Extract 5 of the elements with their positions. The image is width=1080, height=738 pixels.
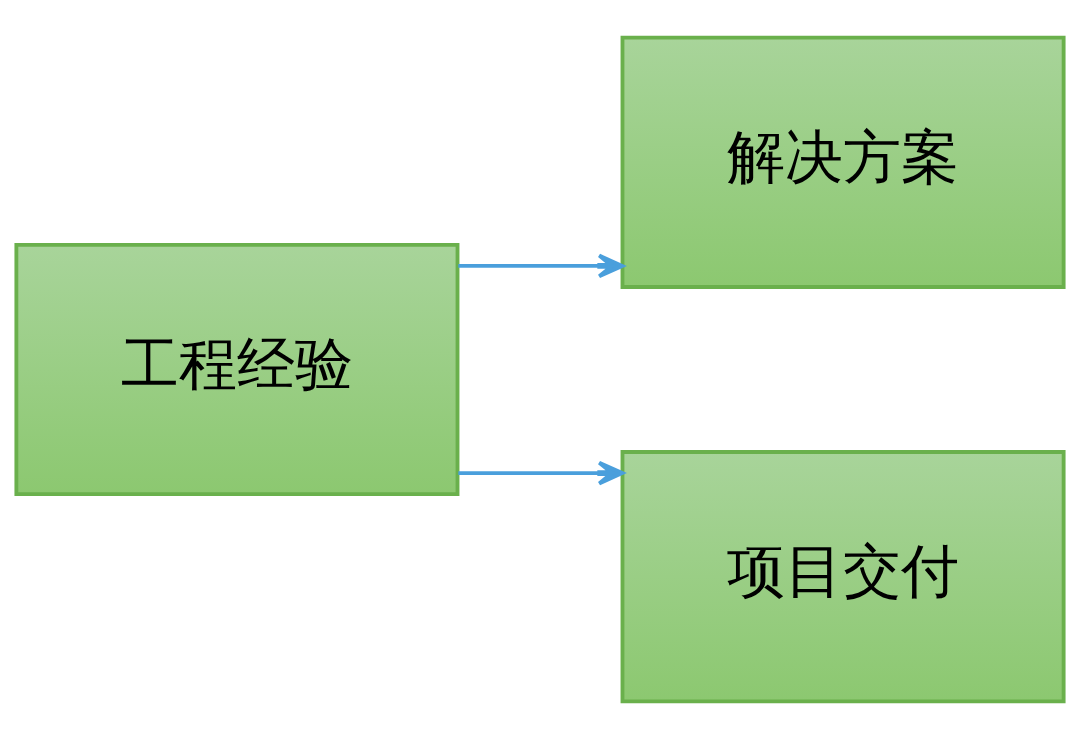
node-box: 项目交付	[620, 449, 1066, 703]
node-box: 解决方案	[620, 35, 1066, 289]
node-box: 工程经验	[14, 242, 460, 496]
arrow	[458, 460, 625, 485]
arrow	[458, 253, 625, 278]
